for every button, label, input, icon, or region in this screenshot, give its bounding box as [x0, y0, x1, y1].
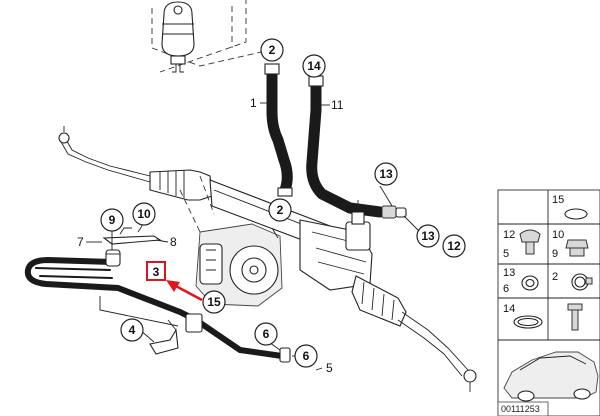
legend-13: 13: [503, 267, 515, 279]
callout-2-top: 2: [260, 38, 284, 62]
svg-text:13: 13: [379, 167, 393, 181]
callout-12: 12: [442, 234, 466, 258]
svg-text:2: 2: [269, 43, 276, 57]
callout-10: 10: [132, 202, 156, 226]
parts-legend: 15 12 5 10 9 13 6 2 14 001: [497, 189, 600, 416]
callout-15: 15: [202, 290, 226, 314]
power-steering-pump[interactable]: [179, 175, 283, 307]
label-5: 5: [326, 361, 333, 375]
svg-text:13: 13: [421, 229, 435, 243]
callout-4: 4: [120, 318, 144, 342]
callout-9: 9: [100, 208, 124, 232]
label-1: 1: [250, 96, 257, 110]
hose-return-1[interactable]: [264, 63, 293, 197]
legend-12: 12: [503, 229, 515, 241]
svg-text:6: 6: [263, 327, 270, 341]
svg-text:9: 9: [109, 213, 116, 227]
svg-text:2: 2: [277, 203, 284, 217]
label-11: 11: [331, 98, 344, 112]
legend-5: 5: [503, 248, 509, 260]
grommet-base-icon: [569, 247, 585, 257]
legend-6: 6: [503, 283, 509, 295]
svg-text:10: 10: [137, 207, 151, 221]
fluid-reservoir[interactable]: [151, 0, 271, 73]
car-silhouette-icon: [503, 351, 599, 402]
hose-suction-11[interactable]: [306, 75, 386, 218]
svg-text:3: 3: [153, 265, 160, 279]
legend-10: 10: [552, 229, 564, 241]
pressure-line[interactable]: [24, 256, 291, 363]
clamp-4[interactable]: [139, 319, 179, 355]
svg-text:12: 12: [447, 239, 461, 253]
bracket-7-8[interactable]: [86, 215, 169, 245]
legend-9: 9: [552, 248, 558, 260]
screw-head-icon: [567, 303, 583, 311]
screw-shank-icon: [571, 309, 579, 331]
svg-text:6: 6: [303, 349, 310, 363]
callout-13-lower: 13: [416, 224, 440, 248]
callout-2-mid: 2: [268, 198, 292, 222]
o-ring-icon: [564, 208, 588, 220]
legend-15: 15: [552, 194, 564, 206]
svg-text:14: 14: [307, 59, 321, 73]
legend-14: 14: [503, 303, 515, 315]
highlight-arrow-icon: [166, 280, 203, 302]
hose-fitting[interactable]: [379, 185, 421, 233]
cap-icon: [519, 229, 541, 243]
callout-13-right: 13: [374, 162, 398, 186]
svg-text:15: 15: [207, 295, 221, 309]
callout-14: 14: [302, 54, 326, 78]
cap-stem-icon: [525, 241, 535, 255]
svg-text:4: 4: [129, 323, 136, 337]
callout-6-upper: 6: [254, 322, 278, 346]
highlight-part-3[interactable]: 3: [146, 261, 166, 281]
label-7: 7: [77, 235, 84, 249]
label-8: 8: [170, 235, 177, 249]
grommet-9[interactable]: [105, 230, 121, 267]
reference-code: 00111253: [501, 404, 540, 414]
grommet-icon: [565, 239, 589, 249]
callout-6-lower: 6: [294, 344, 318, 368]
legend-2: 2: [552, 271, 558, 283]
